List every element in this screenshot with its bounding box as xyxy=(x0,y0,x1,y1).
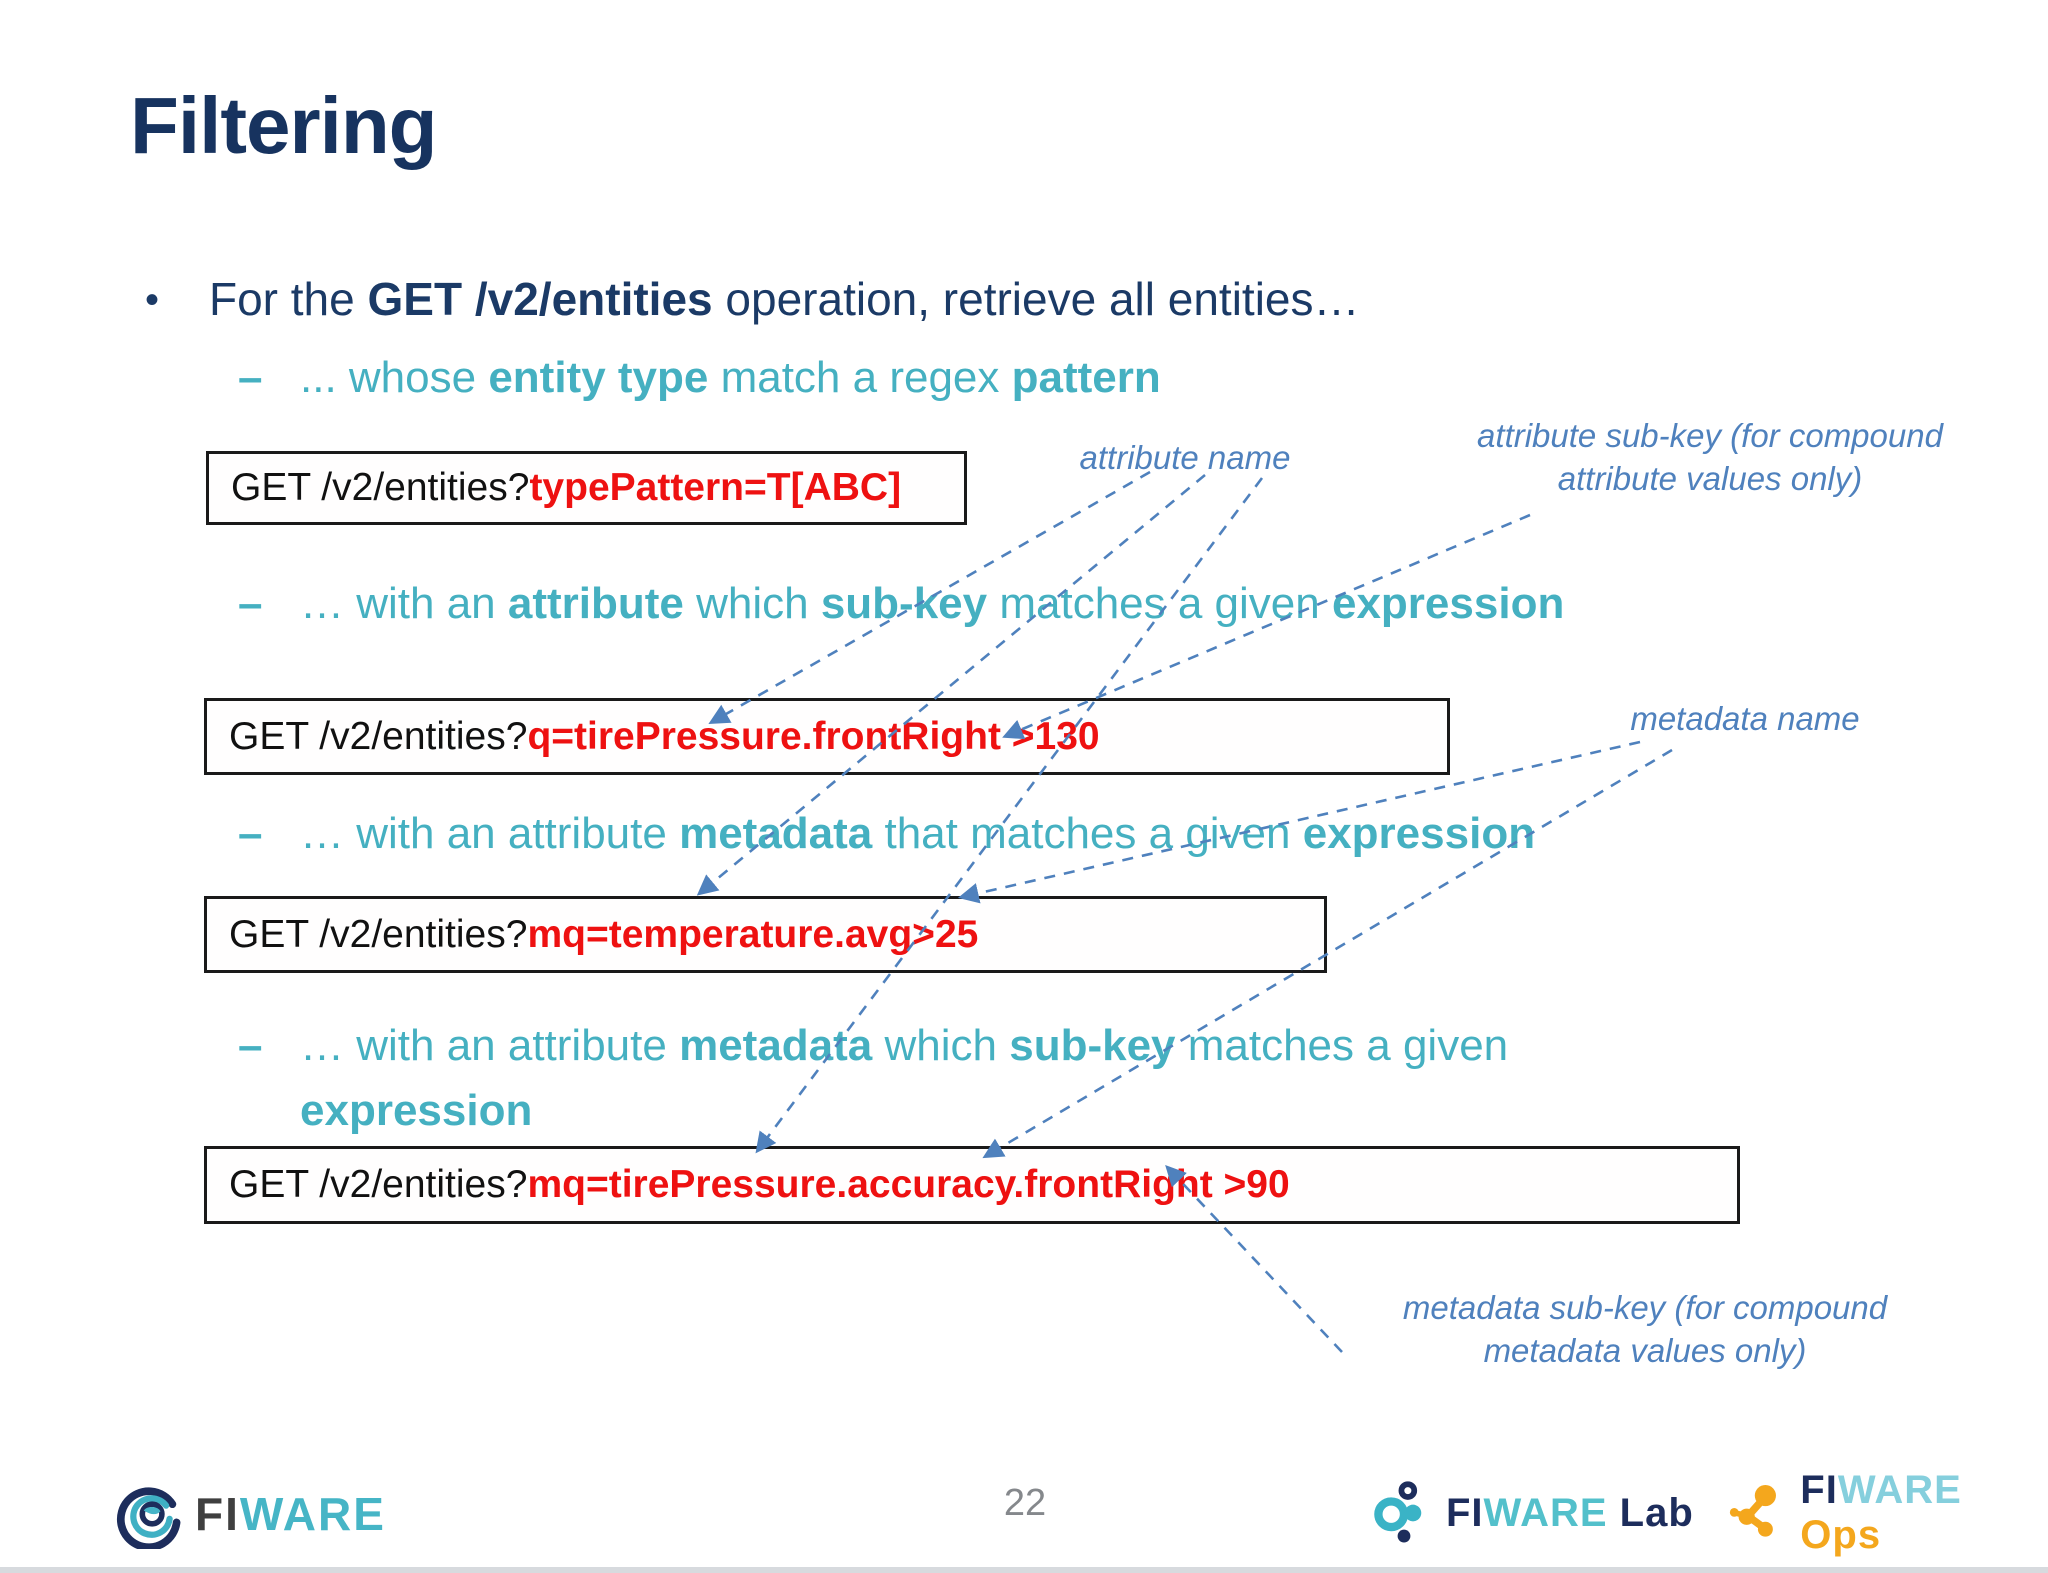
code-plain: GET /v2/entities? xyxy=(229,912,528,956)
sub-bullet-text: … with an attribute metadata that matche… xyxy=(300,809,1536,858)
dash-marker: – xyxy=(238,1021,263,1070)
fiware-lab-wordmark: FIWARE Lab xyxy=(1446,1490,1694,1535)
sub-bullet-attribute-subkey: – … with an attribute which sub-key matc… xyxy=(238,578,1564,631)
dash-marker: – xyxy=(238,579,263,628)
main-bullet: • For the GET /v2/entities operation, re… xyxy=(145,272,1360,327)
code-highlight: mq=tirePressure.accuracy.frontRight >90 xyxy=(527,1163,1290,1206)
code-box-q-expression: GET /v2/entities?q=tirePressure.frontRig… xyxy=(204,698,1450,775)
fiware-lab-logo: FIWARE Lab xyxy=(1372,1480,1694,1546)
code-plain: GET /v2/entities? xyxy=(229,714,528,758)
code-box-mq-compound: GET /v2/entities?mq=tirePressure.accurac… xyxy=(204,1146,1740,1224)
code-highlight: typePattern=T[ABC] xyxy=(529,466,902,509)
annotation-metadata-name: metadata name xyxy=(1630,700,1860,737)
fiware-wordmark: FIWARE xyxy=(195,1488,386,1540)
fiware-swirl-icon xyxy=(117,1487,181,1549)
sub-bullet-entity-type: – ... whose entity type match a regex pa… xyxy=(238,352,1161,405)
sub-bullet-metadata-subkey: – … with an attribute metadata which sub… xyxy=(238,1020,1508,1138)
sub-bullet-text: … with an attribute which sub-key matche… xyxy=(300,579,1565,628)
code-highlight: q=tirePressure.frontRight >130 xyxy=(527,714,1100,758)
page-number: 22 xyxy=(1003,1482,1047,1524)
sub-bullet-text: ... whose entity type match a regex patt… xyxy=(300,353,1161,402)
code-plain: GET /v2/entities? xyxy=(229,1163,528,1206)
page-title: Filtering xyxy=(130,81,438,170)
fiware-ops-wordmark: FIWARE Ops xyxy=(1800,1468,1962,1557)
fiware-ops-molecule-icon xyxy=(1729,1484,1776,1537)
fiware-logo: FIWARE xyxy=(115,1478,386,1550)
fiware-ops-logo: FIWARE Ops xyxy=(1728,1468,2048,1557)
bottom-edge-strip xyxy=(0,1567,2048,1573)
annotation-attribute-subkey: attribute sub-key (for compound attribut… xyxy=(1477,417,1943,497)
bullet-marker: • xyxy=(145,278,160,322)
code-box-typepattern: GET /v2/entities?typePattern=T[ABC] xyxy=(206,451,967,525)
sub-bullet-metadata: – … with an attribute metadata that matc… xyxy=(238,808,1535,861)
code-highlight: mq=temperature.avg>25 xyxy=(527,912,979,956)
dash-marker: – xyxy=(238,353,263,402)
sub-bullet-text: … with an attribute metadata which sub-k… xyxy=(300,1021,1509,1135)
fiware-lab-circles-icon xyxy=(1374,1481,1422,1543)
annotation-metadata-subkey: metadata sub-key (for compound metadata … xyxy=(1402,1289,1888,1369)
main-bullet-text: For the GET /v2/entities operation, retr… xyxy=(209,273,1360,325)
code-box-mq-expression: GET /v2/entities?mq=temperature.avg>25 xyxy=(204,896,1327,973)
code-plain: GET /v2/entities? xyxy=(231,466,530,509)
annotation-attribute-name: attribute name xyxy=(1079,439,1291,476)
dash-marker: – xyxy=(238,809,263,858)
